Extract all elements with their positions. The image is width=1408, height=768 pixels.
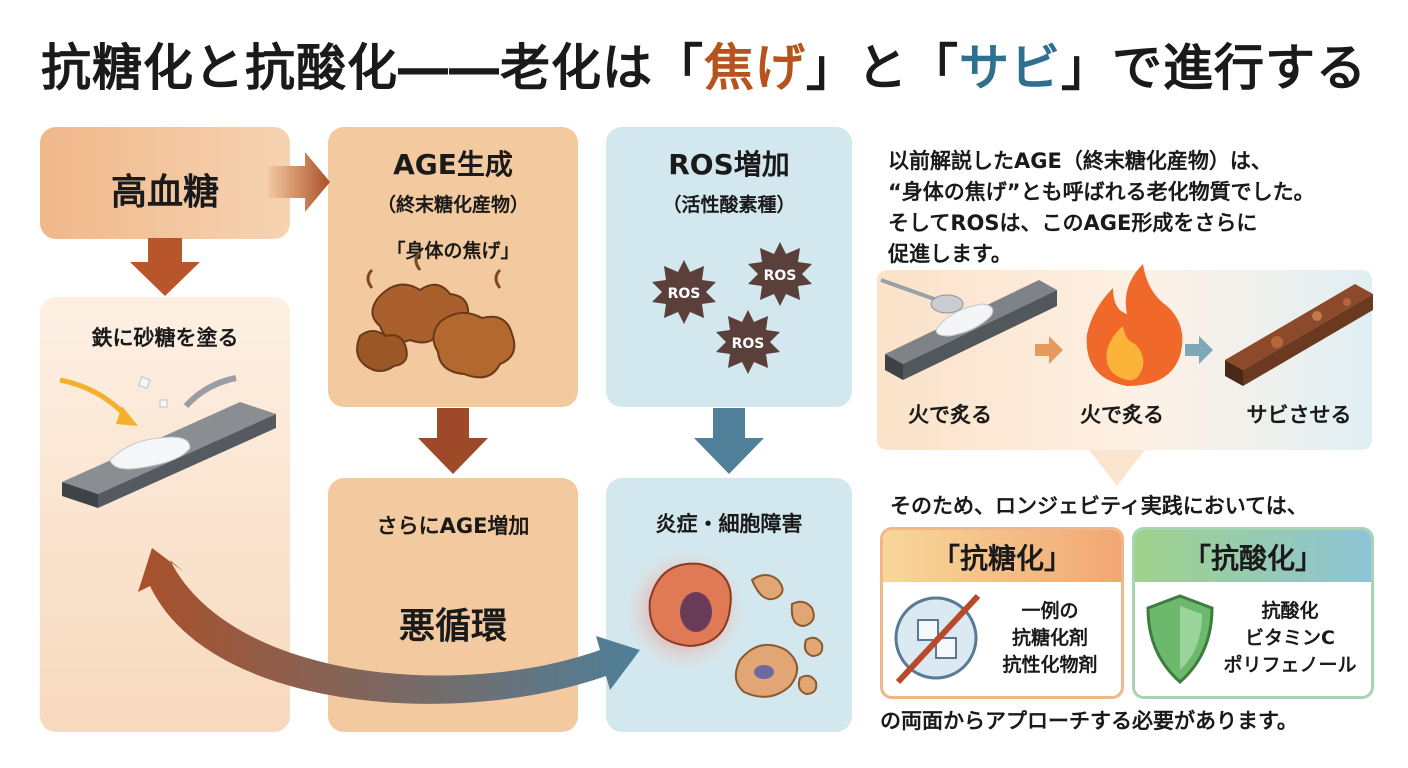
list-item: ポリフェノール [1223,654,1357,676]
ros-label: ROS [764,268,797,284]
age-subtitle: （終末糖化産物） [376,194,529,216]
iron-sugar-label: 鉄に砂糖を塗る [91,326,239,350]
sugar-cube-icon [894,593,981,685]
vicious-cycle-label: 悪循環 [398,606,507,647]
title-burn-word: 焦げ [704,39,806,97]
anti-glycation-header [883,530,1121,582]
explanation-line: 以前解説したAGE（終末糖化産物）は、 [888,149,1272,173]
explanation-line: “身体の焦げ”とも呼ばれる老化物質でした。 [888,180,1315,204]
anti-glycation-title: 「抗糖化」 [931,542,1072,575]
arrow-down-icon [694,408,764,474]
explanation-line: 促進します。 [888,242,1012,266]
page-title: 抗糖化と抗酸化――老化は「焦げ」と「サビ」で進行する [0,28,1408,100]
more-age-label: さらにAGE増加 [376,514,530,538]
list-item: 抗糖化剤 [1011,627,1088,649]
iron-bar-icon [1225,284,1373,386]
age-title: AGE生成 [393,148,513,181]
inflammation-label: 炎症・細胞障害 [655,512,803,536]
explanation-text: 以前解説したAGE（終末糖化産物）は、 “身体の焦げ”とも呼ばれる老化物質でした… [888,146,1398,270]
title-rust-word: サビ [959,39,1061,97]
arrow-down-icon [418,408,488,474]
step-label: 火で炙る [1080,403,1164,427]
steps-illustration [880,264,1373,486]
list-item: 抗性化物剤 [1002,654,1098,676]
arrow-down-icon [130,238,200,296]
conclusion-footer: の両面からアプローチする必要があります。 [880,709,1298,733]
ros-title: ROS増加 [668,148,790,181]
shield-icon [1146,594,1214,684]
list-item: 抗酸化 [1261,600,1319,622]
ros-subtitle: （活性酸素種） [662,194,796,216]
ros-label: ROS [668,286,701,302]
flame-icon [1086,264,1183,386]
age-lump-icon [356,250,516,379]
step-label: 火で炙る [908,403,992,427]
anti-oxidation-list: 抗酸化 ビタミンC ポリフェノール [1215,598,1365,679]
list-item: ビタミンC [1245,627,1335,649]
arrow-right-icon [1035,336,1063,364]
cell-damage-icon [625,550,824,698]
iron-bar-icon [885,280,1057,380]
anti-oxidation-header [1135,530,1371,582]
arrow-right-icon [1185,336,1213,364]
ros-label: ROS [732,336,765,352]
anti-glycation-list: 一例の 抗糖化剤 抗性化物剤 [985,598,1115,679]
list-item: 一例の [1021,600,1079,622]
title-part2: 」と「 [806,39,959,97]
explanation-line: そしてROSは、このAGE形成をさらに [888,211,1258,235]
high-blood-sugar-label: 高血糖 [110,172,219,213]
step-label: サビさせる [1246,403,1352,427]
conclusion-intro: そのため、ロンジェビティ実践においては、 [890,494,1308,518]
high-blood-sugar-panel [40,127,290,239]
ros-panel [606,127,852,407]
anti-oxidation-title: 「抗酸化」 [1182,542,1323,575]
spoon-icon [880,278,964,314]
age-quote: 「身体の焦げ」 [386,240,520,262]
title-part3: 」で進行する [1061,39,1367,97]
cycle-arrow-icon [138,548,640,704]
flow-diagram: ROS ROS ROS [59,152,824,704]
arrow-right-icon [268,152,330,212]
ros-burst-icon: ROS ROS ROS [652,242,812,374]
iron-bar-icon [59,375,276,508]
title-part1: 抗糖化と抗酸化――老化は「 [41,39,704,97]
